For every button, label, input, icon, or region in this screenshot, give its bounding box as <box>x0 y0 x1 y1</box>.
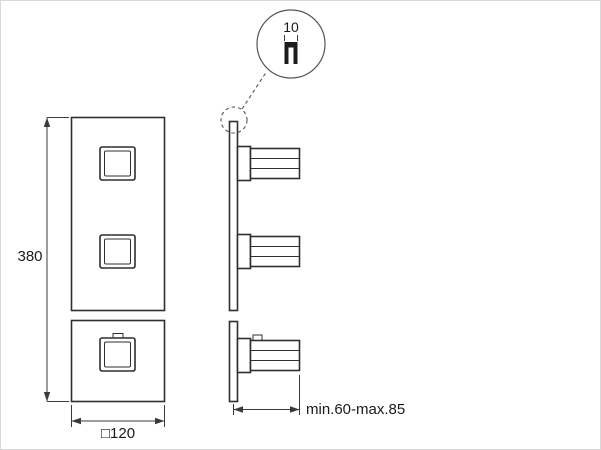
front-knob-middle <box>99 234 136 269</box>
detail-leader-line <box>241 70 268 110</box>
detail-callout: 10 <box>220 9 326 134</box>
front-knob-lower <box>99 333 136 372</box>
width-dimension-label: □120 <box>101 425 135 442</box>
dimension-width-120: □120 <box>71 405 165 442</box>
side-lower-plate <box>228 320 239 403</box>
detail-dimension-label: 10 <box>283 19 299 35</box>
dimension-height-380: 380 <box>17 117 69 402</box>
front-view <box>70 116 166 403</box>
side-handle-lower <box>236 334 301 374</box>
front-knob-top <box>99 146 136 181</box>
detail-profile-shape <box>284 42 298 64</box>
side-view-lower <box>228 320 301 403</box>
side-handle-tab <box>252 334 263 341</box>
height-dimension-label: 380 <box>17 248 42 265</box>
dimension-depth: min.60-max.85 <box>233 375 405 418</box>
depth-dimension-label: min.60-max.85 <box>306 401 405 418</box>
side-handle-middle <box>236 233 301 270</box>
side-upper-plate <box>228 120 239 312</box>
detail-source-circle <box>220 106 248 134</box>
side-view-upper <box>228 120 301 312</box>
side-handle-top <box>236 145 301 182</box>
